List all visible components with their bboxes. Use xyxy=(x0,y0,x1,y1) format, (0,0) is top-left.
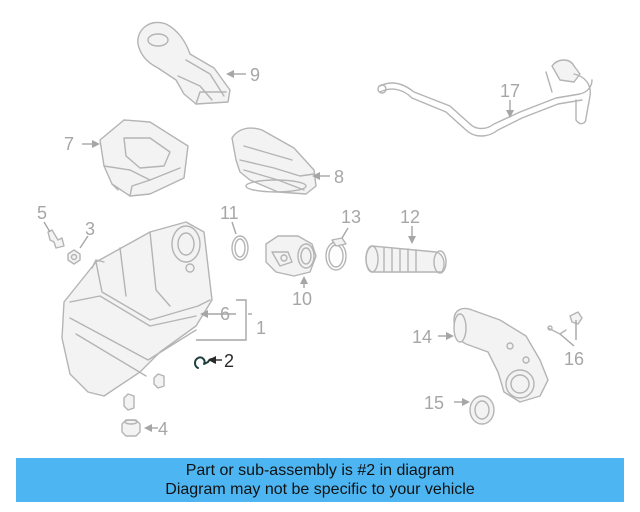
part-12-intake-boot[interactable] xyxy=(365,245,447,274)
banner-line-part-number: Part or sub-assembly is #2 in diagram xyxy=(185,462,455,479)
part-11-o-ring[interactable] xyxy=(231,235,249,261)
callout-4: 4 xyxy=(158,419,168,439)
callout-2: 2 xyxy=(224,351,234,371)
callout-14: 14 xyxy=(412,327,432,347)
callout-17: 17 xyxy=(500,81,520,101)
part-7-air-guide[interactable] xyxy=(99,119,189,197)
part-16-stud[interactable] xyxy=(547,311,583,335)
callout-8: 8 xyxy=(334,167,344,187)
callout-6: 6 xyxy=(220,304,230,324)
part-13-hose-clamp[interactable] xyxy=(325,237,347,271)
callout-12: 12 xyxy=(400,207,420,227)
callout-7: 7 xyxy=(64,134,74,154)
callout-11: 11 xyxy=(220,203,239,223)
part-5-bolt[interactable] xyxy=(47,229,65,249)
part-9-intake-duct[interactable] xyxy=(137,21,231,105)
callout-3: 3 xyxy=(85,219,95,239)
banner-line-disclaimer: Diagram may not be specific to your vehi… xyxy=(165,481,475,498)
callout-13: 13 xyxy=(341,207,361,227)
part-15-seal-ring[interactable] xyxy=(469,395,495,425)
callout-5: 5 xyxy=(37,203,47,223)
part-4-rubber-mount[interactable] xyxy=(121,419,141,437)
part-3-grommet[interactable] xyxy=(67,249,81,265)
part-8-resonator[interactable] xyxy=(231,127,317,195)
callout-16: 16 xyxy=(564,349,584,369)
part-14-throttle-duct[interactable] xyxy=(453,307,549,403)
info-banner: Part or sub-assembly is #2 in diagram Di… xyxy=(16,458,624,502)
callout-1: 1 xyxy=(256,318,266,338)
part-10-maf-sensor[interactable] xyxy=(265,235,317,277)
callout-15: 15 xyxy=(424,393,444,413)
parts-diagram: 9 17 7 8 5 3 11 13 12 6 1 2 10 14 16 4 1… xyxy=(37,21,593,439)
callout-9: 9 xyxy=(250,65,260,85)
callout-10: 10 xyxy=(292,289,312,309)
part-17-vent-hose[interactable] xyxy=(377,59,593,137)
part-1-air-cleaner-assembly[interactable] xyxy=(61,221,213,411)
